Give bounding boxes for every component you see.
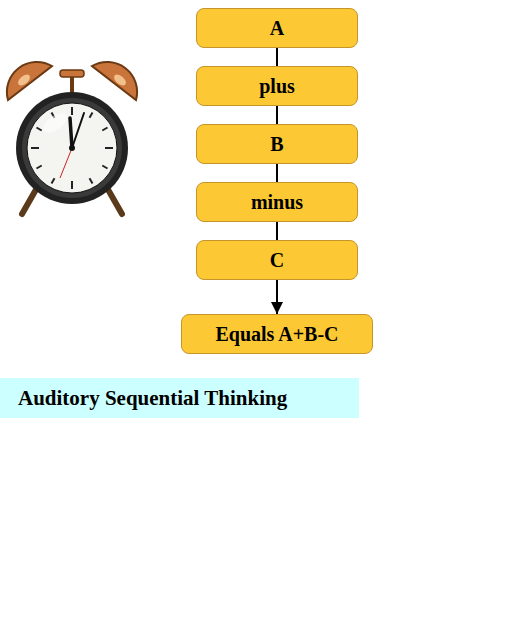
box-label: C [270,249,284,272]
box-label: plus [259,75,295,98]
box-label: Equals A+B-C [215,323,338,346]
result-box: Equals A+B-C [181,314,373,354]
caption-text: Auditory Sequential Thinking [18,386,287,411]
process-box: B [196,124,358,164]
connector-arrow [276,280,278,314]
box-label: minus [251,191,303,214]
process-box: A [196,8,358,48]
process-box: minus [196,182,358,222]
process-box: plus [196,66,358,106]
process-box: C [196,240,358,280]
connector-line [276,222,278,240]
box-label: A [270,17,284,40]
alarm-clock [7,62,137,214]
connector-line [276,164,278,182]
connector-line [276,48,278,66]
box-label: B [270,133,283,156]
connector-line [276,106,278,124]
caption-bar: Auditory Sequential Thinking [0,378,359,418]
